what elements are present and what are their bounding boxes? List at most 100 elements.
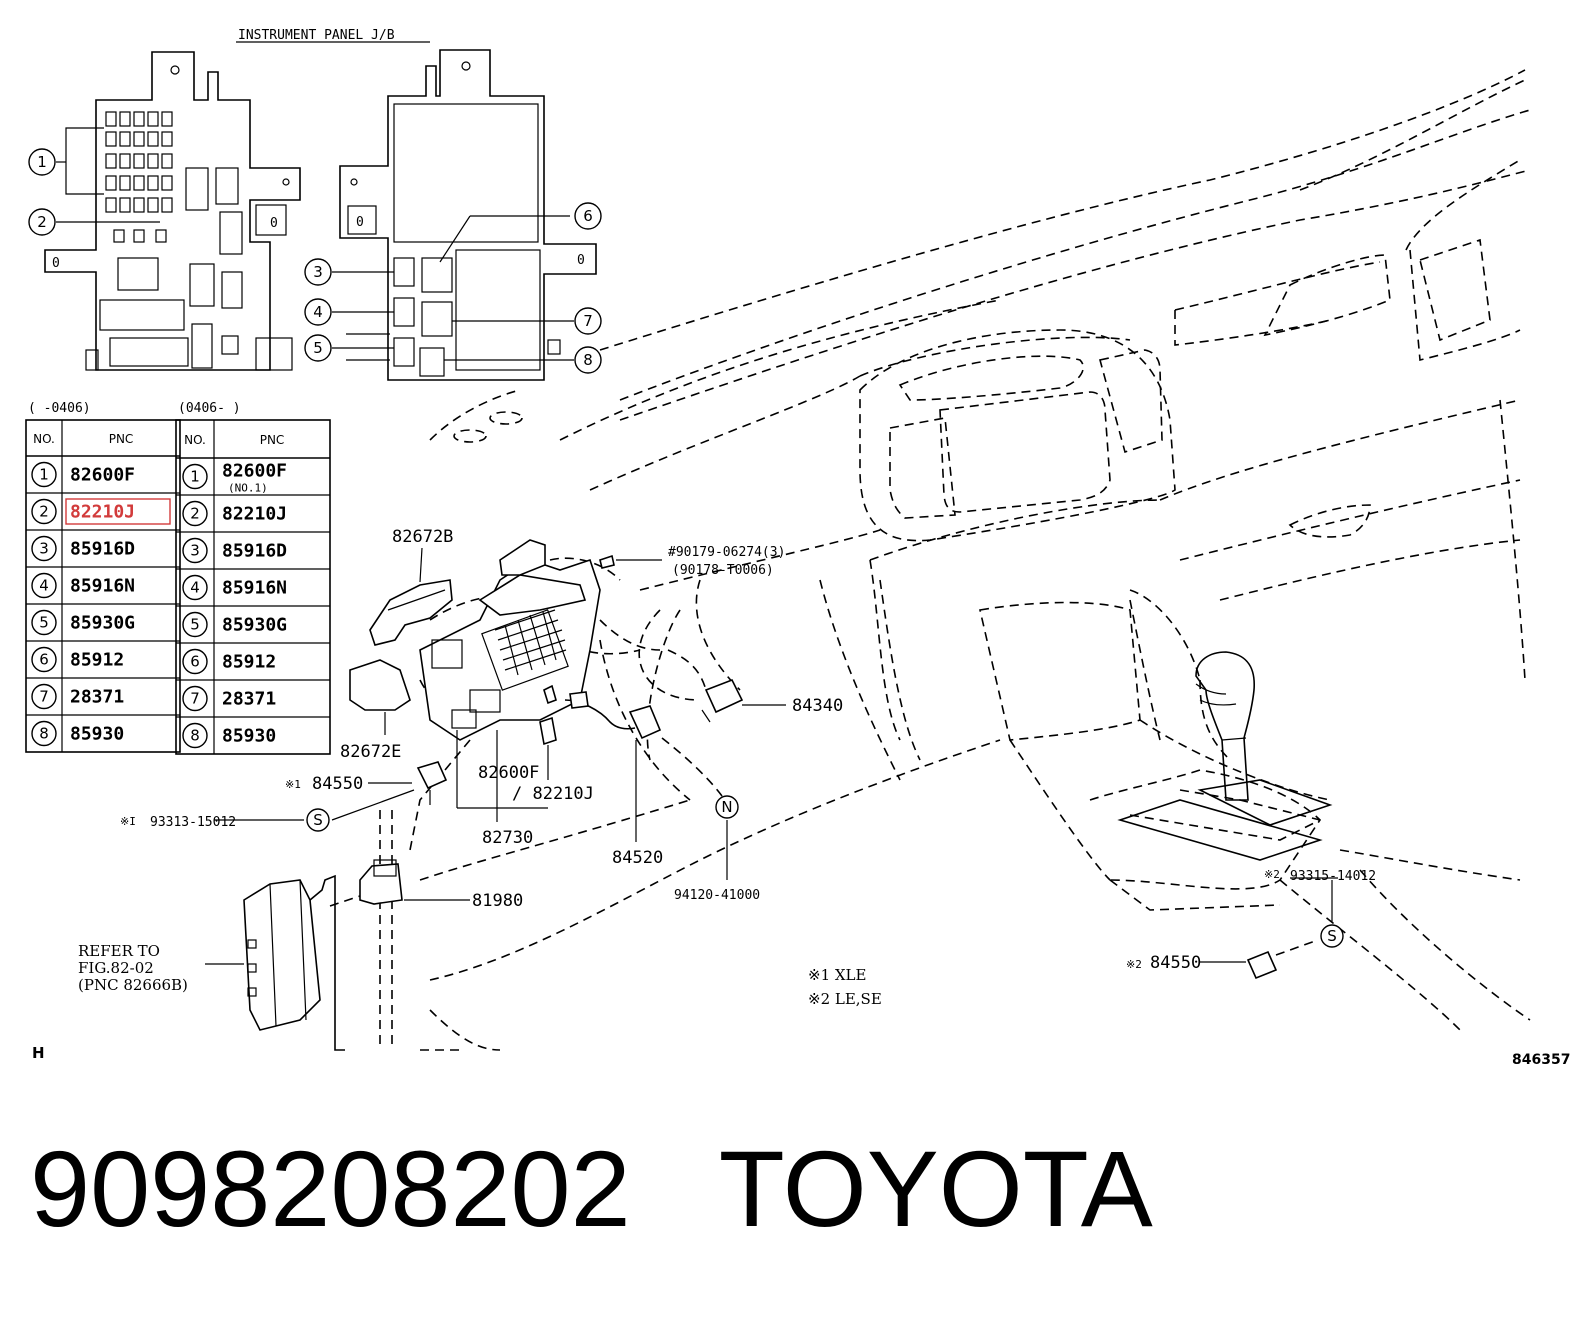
callout-6: 6: [574, 202, 602, 230]
svg-text:0: 0: [356, 215, 364, 230]
table-row-pnc: 85912: [222, 652, 276, 673]
label-90179: #90179-06274(3): [668, 545, 785, 560]
table-row-no-circle: [182, 722, 208, 749]
junction-assembly: [205, 539, 1338, 1051]
table-row-pnc: 85930G: [222, 615, 287, 636]
table-row-no-circle: [31, 720, 57, 747]
label-94120: 94120-41000: [674, 888, 760, 903]
label-82210j: / 82210J: [512, 784, 594, 804]
svg-text:5: 5: [313, 339, 323, 357]
table-row-pnc: 82210J: [70, 502, 135, 523]
table-header-pnc: PNC: [109, 432, 134, 446]
table-header-no: NO.: [33, 432, 55, 446]
callout-2: 2: [28, 208, 56, 236]
table-row-pnc: 85916D: [70, 539, 135, 560]
table-row-pnc: 85912: [70, 650, 124, 671]
mark-2-93315: ※2: [1264, 868, 1280, 881]
table-row-no: 3: [190, 542, 200, 560]
refer-line-3: (PNC 82666B): [78, 976, 188, 994]
table-frame: [175, 419, 331, 755]
callout-7: 7: [574, 307, 602, 335]
table-row-no-circle: [182, 611, 208, 638]
part-number: 9098208202: [30, 1128, 631, 1249]
label-84550-left: 84550: [312, 774, 363, 794]
legend-1: ※1 XLE: [808, 966, 866, 984]
figure-number: 846357: [1512, 1052, 1570, 1068]
label-90178: (90178-T0006): [672, 563, 774, 578]
panel-title: INSTRUMENT PANEL J/B: [238, 28, 395, 43]
svg-text:S: S: [1327, 927, 1337, 945]
table-row-no: 6: [39, 651, 49, 669]
table-row-pnc: 28371: [70, 687, 124, 708]
s-mark-right: S: [1320, 924, 1344, 948]
refer-line-2: FIG.82-02: [78, 959, 154, 977]
corner-letter: H: [32, 1044, 45, 1062]
s-mark-left: S: [306, 808, 330, 832]
table-row-no: 8: [39, 725, 49, 743]
table-row-pnc: 28371: [222, 689, 276, 710]
table-row-no-circle: [31, 646, 57, 673]
label-84550-right: 84550: [1150, 953, 1201, 973]
table-row-pnc: 82600F: [222, 461, 287, 482]
legend-2: ※2 LE,SE: [808, 990, 882, 1008]
svg-text:1: 1: [37, 153, 47, 171]
brand-name: TOYOTA: [718, 1128, 1153, 1249]
table-row-pnc: 82600F: [70, 465, 135, 486]
table-row-no: 1: [39, 466, 49, 484]
table-row-no: 3: [39, 540, 49, 558]
callout-4: 4: [304, 298, 332, 326]
table-row-no-circle: [31, 572, 57, 599]
label-82672b: 82672B: [392, 527, 453, 547]
table-right-range: (0406- ): [178, 401, 241, 416]
table-row-no: 4: [39, 577, 49, 595]
callout-5: 5: [304, 334, 332, 362]
label-81980: 81980: [472, 891, 523, 911]
table-row-pnc: 85930G: [70, 613, 135, 634]
callout-1: 1: [28, 148, 56, 176]
label-82730: 82730: [482, 828, 533, 848]
table-row-no-circle: [31, 498, 57, 525]
label-93313: 93313-15012: [150, 815, 236, 830]
table-row-pnc: 85930: [70, 724, 124, 745]
table-row-pnc: 85930: [222, 726, 276, 747]
table-header-no: NO.: [184, 433, 206, 447]
mark-1-84550: ※1: [285, 778, 301, 791]
table-row-no: 2: [190, 505, 200, 523]
mark-1-93313: ※I: [120, 815, 136, 828]
label-84520: 84520: [612, 848, 663, 868]
table-header-pnc: PNC: [260, 433, 285, 447]
callout-3: 3: [304, 258, 332, 286]
svg-text:0: 0: [270, 216, 278, 231]
table-row-no: 6: [190, 653, 200, 671]
table-row-no: 5: [39, 614, 49, 632]
table-row-no: 8: [190, 727, 200, 745]
svg-text:3: 3: [313, 263, 323, 281]
table-frame: [25, 419, 181, 753]
mark-2-84550: ※2: [1126, 958, 1142, 971]
footer-caption: 9098208202 TOYOTA: [30, 1135, 1153, 1243]
table-row-no-circle: [182, 537, 208, 564]
table-row-pnc: 85916D: [222, 541, 287, 562]
table-row-no: 1: [190, 468, 200, 486]
parts-diagram: INSTRUMENT PANEL J/B 0 0: [25, 28, 1570, 1068]
table-left-range: ( -0406): [28, 401, 91, 416]
n-mark: N: [715, 795, 739, 819]
table-row-sub: (NO.1): [228, 482, 268, 495]
refer-line-1: REFER TO: [78, 942, 160, 960]
svg-text:7: 7: [583, 312, 593, 330]
table-row-no-circle: [182, 648, 208, 675]
table-row-no-circle: [182, 500, 208, 527]
label-82600f: 82600F: [478, 763, 539, 783]
table-row-no-circle: [182, 463, 208, 490]
label-84340: 84340: [792, 696, 843, 716]
svg-text:0: 0: [577, 253, 585, 268]
svg-text:N: N: [721, 798, 732, 816]
table-row-no: 7: [190, 690, 200, 708]
table-row-no-circle: [31, 535, 57, 562]
table-row-pnc: 85916N: [222, 578, 287, 599]
dashboard-drawing: [379, 69, 1531, 1051]
table-row-no: 4: [190, 579, 200, 597]
svg-text:8: 8: [583, 351, 593, 369]
